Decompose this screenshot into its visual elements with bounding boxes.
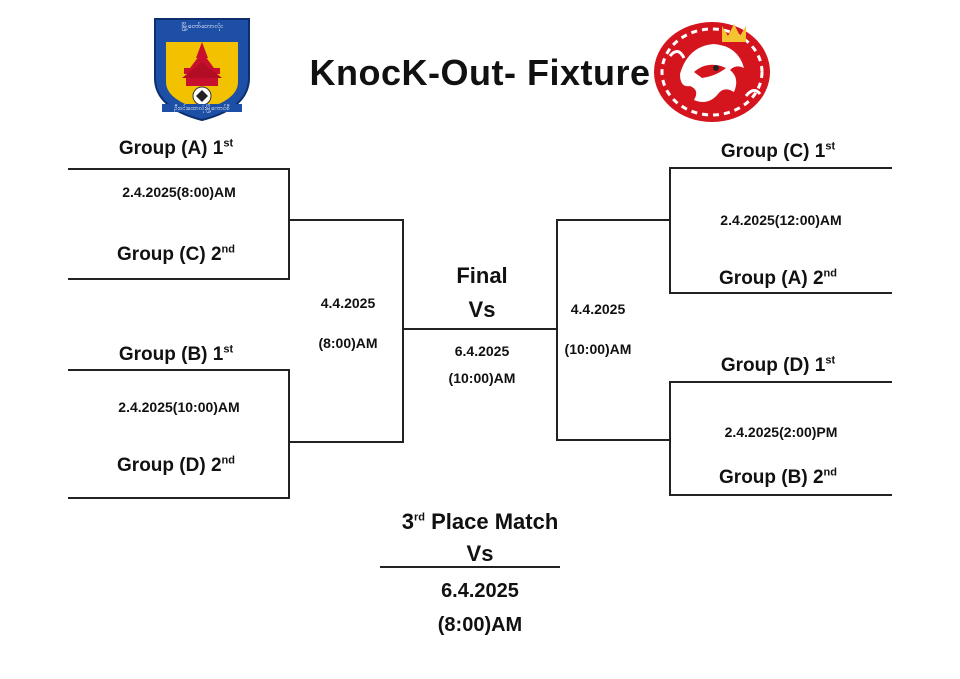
- ordinal-suffix: st: [825, 354, 836, 367]
- ordinal-suffix: st: [223, 343, 234, 356]
- third-place-time: (8:00)AM: [437, 614, 523, 636]
- crest-top-text: မြို့တော်ဘောလုံး: [181, 22, 223, 30]
- right-semi-connector: [556, 219, 558, 441]
- lion-head-icon: [654, 22, 770, 122]
- left-semi-time: (8:00)AM: [318, 335, 378, 351]
- third-place-label: 3rd Place Match: [401, 509, 559, 534]
- left-match1-bottom-line: [68, 278, 290, 280]
- third-place-date: 6.4.2025: [441, 580, 519, 602]
- ordinal-suffix: st: [825, 140, 836, 153]
- right-lion-logo: [650, 16, 774, 124]
- right-match1-team-top: Group (C) 1st: [720, 140, 836, 162]
- right-match2-team-bottom: Group (B) 2nd: [719, 466, 837, 488]
- right-match1-connector: [669, 167, 671, 294]
- left-match2-date: 2.4.2025(10:00)AM: [118, 399, 240, 415]
- final-vs: Vs: [468, 297, 496, 322]
- right-match1-date: 2.4.2025(12:00)AM: [720, 212, 842, 228]
- page-title: KnocK-Out- Fixture: [309, 52, 651, 93]
- ordinal-suffix: nd: [823, 466, 837, 479]
- right-semi-date: 4.4.2025: [570, 301, 626, 317]
- ordinal-suffix: nd: [221, 243, 235, 256]
- crest-bottom-text: ဦးဝင်းထောလုံးမြို့ကောင်စီ: [174, 105, 230, 112]
- right-semi-time: (10:00)AM: [564, 341, 632, 357]
- left-semi-bottom-line: [288, 441, 404, 443]
- right-match1-top-line: [670, 167, 892, 169]
- right-match2-date: 2.4.2025(2:00)PM: [724, 424, 838, 440]
- left-match1-date: 2.4.2025(8:00)AM: [122, 184, 236, 200]
- left-match1-top-line: [68, 168, 290, 170]
- left-match1-connector: [288, 168, 290, 280]
- third-place-vs: Vs: [466, 541, 494, 566]
- left-crest-logo: မြို့တော်ဘောလုံး ဦးဝင်းထောလုံးမြို့ကောင်…: [152, 16, 252, 122]
- left-semi-top-line: [288, 219, 404, 221]
- right-match2-team-top: Group (D) 1st: [720, 354, 836, 376]
- third-place-line: [380, 566, 560, 568]
- right-match1-bottom-line: [670, 292, 892, 294]
- right-semi-bottom-line: [556, 439, 671, 441]
- left-match2-top-line: [68, 369, 290, 371]
- final-date: 6.4.2025: [454, 343, 510, 359]
- right-semi-top-line: [556, 219, 671, 221]
- right-match1-team-bottom: Group (A) 2nd: [719, 267, 837, 289]
- ordinal-suffix: st: [223, 137, 234, 150]
- left-match1-team-bottom: Group (C) 2nd: [117, 243, 235, 265]
- right-match2-connector: [669, 381, 671, 496]
- left-match1-team-top: Group (A) 1st: [118, 137, 234, 159]
- left-match2-connector: [288, 369, 290, 499]
- ordinal-suffix: nd: [823, 267, 837, 280]
- crest-shield-icon: [154, 18, 250, 122]
- right-match2-bottom-line: [670, 494, 892, 496]
- final-line: [402, 328, 558, 330]
- left-semi-connector: [402, 219, 404, 443]
- final-label: Final: [456, 263, 508, 288]
- ordinal-suffix: nd: [221, 454, 235, 467]
- left-match2-bottom-line: [68, 497, 290, 499]
- ordinal-suffix: rd: [413, 511, 425, 524]
- left-semi-date: 4.4.2025: [320, 295, 376, 311]
- final-time: (10:00)AM: [448, 370, 516, 386]
- right-match2-top-line: [670, 381, 892, 383]
- left-match2-team-top: Group (B) 1st: [118, 343, 234, 365]
- left-match2-team-bottom: Group (D) 2nd: [117, 454, 235, 476]
